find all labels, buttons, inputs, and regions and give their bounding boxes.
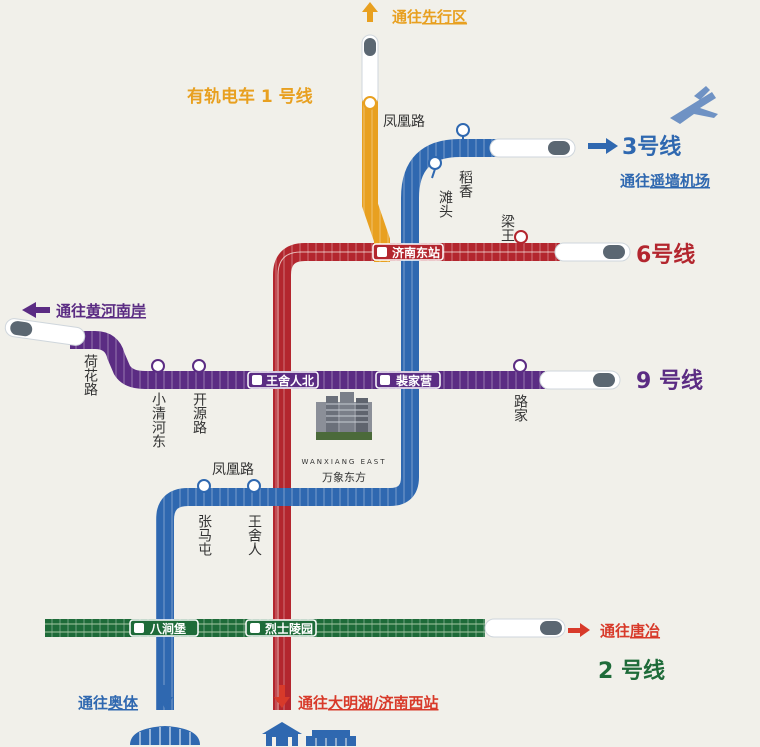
- dest-name: 先行区: [422, 8, 467, 26]
- dest-tangye[interactable]: 通往唐冶: [600, 622, 660, 640]
- project-name-cn: 万象东方: [322, 470, 366, 484]
- train-station-icon: [306, 730, 356, 746]
- dest-name: 遥墙机场: [650, 172, 710, 190]
- arrow-up-xianxing: [362, 2, 378, 22]
- project-building-icon: [316, 392, 372, 440]
- station-badongbao[interactable]: 八涧堡: [129, 619, 199, 637]
- station-pin-daoxiang[interactable]: [456, 123, 470, 144]
- project-name-en: WANXIANG EAST: [301, 458, 386, 466]
- arrow-down-aoti: [157, 685, 173, 708]
- station-label-wangsheren: 王舍人: [246, 514, 262, 556]
- arrow-down-daminghu: [274, 685, 290, 708]
- station-label-fenghuang-top: 凤凰路: [383, 114, 425, 130]
- station-peijiaying[interactable]: 裴家营: [375, 371, 441, 389]
- station-label-daoxiang: 稻香: [457, 170, 473, 198]
- line-9-track: [4, 318, 621, 390]
- station-label-hehua: 荷花路: [82, 354, 98, 396]
- station-label: 八涧堡: [149, 621, 186, 636]
- dest-prefix: 通往: [600, 622, 630, 640]
- airplane-icon: [670, 86, 718, 124]
- dest-prefix: 通往: [78, 694, 108, 712]
- line-label-3: 3号线: [622, 134, 681, 160]
- station-pin-fenghuang-top[interactable]: [363, 96, 377, 110]
- arrow-right-line2: [568, 623, 590, 637]
- dest-aoti[interactable]: 通往奥体: [78, 694, 139, 712]
- dest-xianxing[interactable]: 通往先行区: [392, 8, 467, 26]
- tram-1-track: [361, 34, 390, 262]
- dest-name: 奥体: [108, 694, 139, 712]
- line-6-track: [273, 242, 631, 710]
- station-label-liangwang: 梁王: [499, 214, 515, 242]
- station-label-fenghuang-mid: 凤凰路: [212, 462, 254, 478]
- line-label-tram1: 有轨电车 1 号线: [187, 86, 313, 107]
- station-label-tantou: 滩头: [437, 190, 453, 218]
- station-wangshe-north[interactable]: 王舍人北: [247, 371, 319, 389]
- dest-prefix: 通往: [298, 694, 328, 712]
- station-lieshi[interactable]: 烈士陵园: [245, 619, 317, 637]
- dest-name: 唐冶: [630, 622, 660, 640]
- station-pin-kaiyuan[interactable]: [192, 359, 206, 373]
- station-jinan-east[interactable]: 济南东站: [372, 243, 444, 261]
- station-label-lujia: 路家: [512, 394, 528, 422]
- dest-prefix: 通往: [392, 8, 422, 26]
- station-label: 裴家营: [395, 373, 432, 388]
- arrow-right-line3: [588, 138, 618, 154]
- station-label-kaiyuan: 开源路: [191, 392, 207, 434]
- station-pin-wangsheren[interactable]: [247, 479, 261, 493]
- station-pin-tantou[interactable]: [428, 156, 442, 179]
- dest-daminghu[interactable]: 通往大明湖/济南西站: [298, 694, 439, 712]
- dest-name: 黄河南岸: [86, 302, 146, 320]
- dest-name: 大明湖/济南西站: [328, 694, 438, 712]
- line-label-2: 2 号线: [598, 658, 665, 684]
- arrow-left-line9: [22, 302, 50, 318]
- station-pin-zhangmatun[interactable]: [197, 479, 211, 493]
- dest-huanghe[interactable]: 通往黄河南岸: [56, 302, 146, 320]
- line-3-track: [156, 138, 576, 710]
- pavilion-icon: [262, 722, 302, 746]
- dest-yaoqiang[interactable]: 通往遥墙机场: [620, 172, 710, 190]
- station-label-xiaoqinghe: 小清河东: [150, 392, 166, 448]
- station-pin-lujia[interactable]: [513, 359, 527, 373]
- station-label: 烈士陵园: [265, 621, 313, 636]
- station-label: 济南东站: [392, 245, 440, 260]
- stadium-icon: [130, 726, 200, 745]
- station-pin-liangwang[interactable]: [514, 230, 528, 250]
- line-label-9: 9 号线: [636, 368, 703, 394]
- line-label-6: 6号线: [636, 242, 695, 268]
- dest-prefix: 通往: [620, 172, 650, 190]
- station-label: 王舍人北: [266, 373, 314, 388]
- dest-prefix: 通往: [56, 302, 86, 320]
- station-label-zhangmatun: 张马屯: [196, 514, 212, 556]
- station-pin-xiaoqinghe[interactable]: [151, 359, 165, 373]
